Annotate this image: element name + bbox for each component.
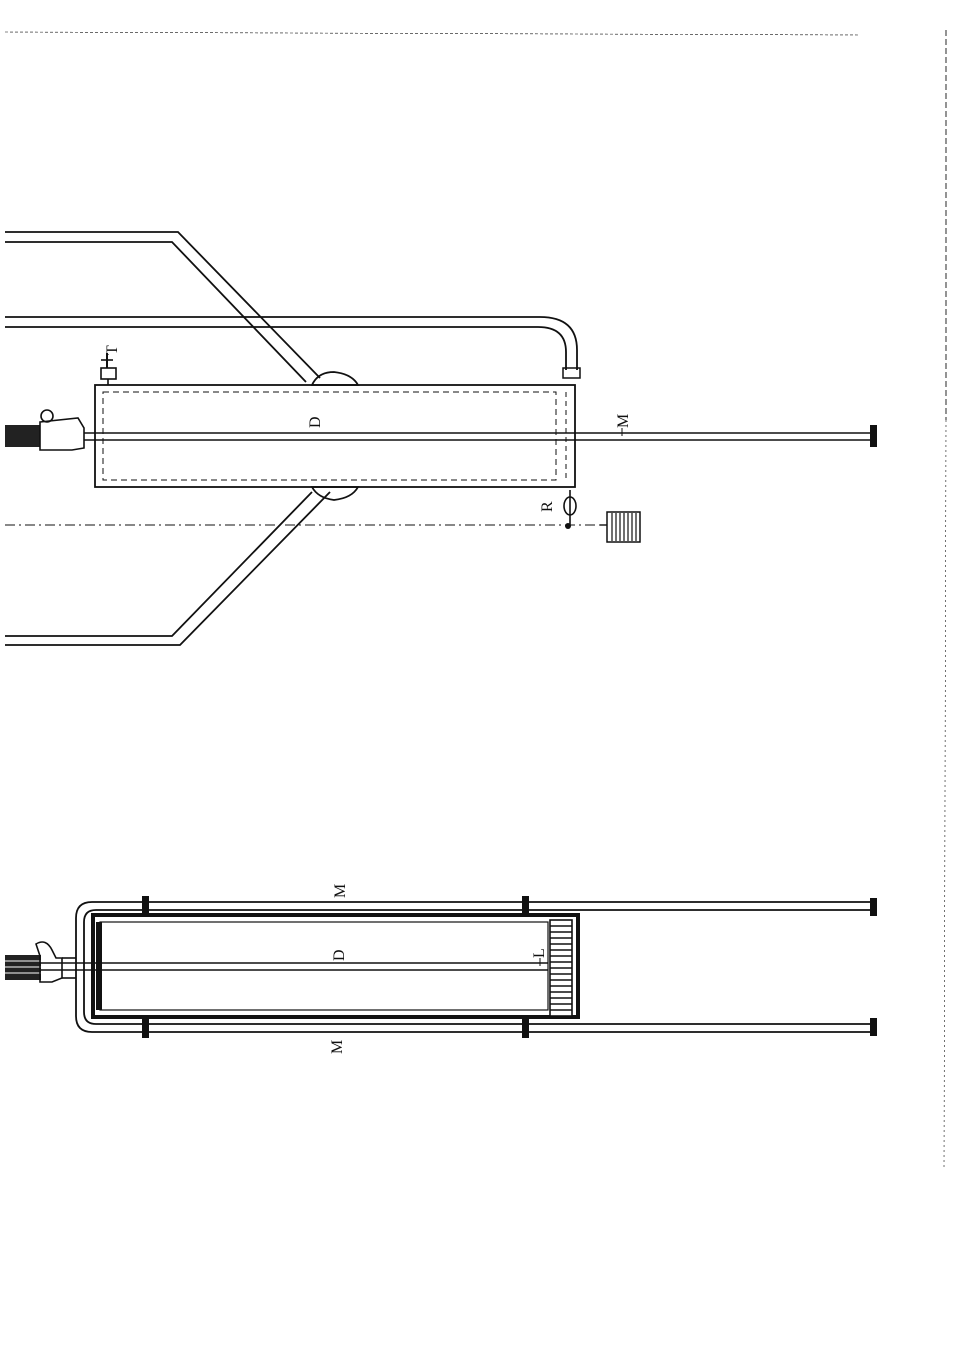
label-m-upper: M xyxy=(615,414,632,428)
supply-pipe xyxy=(5,316,581,379)
clamp-icon xyxy=(5,409,85,451)
box-d xyxy=(94,384,576,488)
label-d-upper: D xyxy=(307,416,324,428)
lower-nozzle xyxy=(310,486,360,501)
wing-nut-handle-icon xyxy=(5,941,76,983)
rod-m xyxy=(84,425,877,447)
tap-icon xyxy=(100,353,117,385)
lower-diagonal-pipe xyxy=(5,491,331,646)
label-m-lower-top: M xyxy=(332,884,349,898)
frame-screws xyxy=(142,896,529,1038)
rack-l xyxy=(549,919,573,1017)
label-l: L xyxy=(531,948,548,958)
lower-view: M D L M xyxy=(5,884,877,1054)
inner-box-d xyxy=(91,913,580,1019)
upper-view: T D M R xyxy=(5,231,877,646)
label-t: T xyxy=(104,345,121,355)
outer-frame xyxy=(75,898,877,1036)
upper-diagonal-pipe xyxy=(5,231,321,383)
ring-r xyxy=(563,490,577,529)
label-r: R xyxy=(539,501,556,512)
weight-icon xyxy=(600,511,641,543)
lower-central-rod xyxy=(40,962,548,971)
label-d-lower: D xyxy=(331,949,348,961)
label-m-lower-bottom: M xyxy=(329,1040,346,1054)
sheet-border xyxy=(4,30,947,1171)
upper-nozzle xyxy=(310,371,360,386)
